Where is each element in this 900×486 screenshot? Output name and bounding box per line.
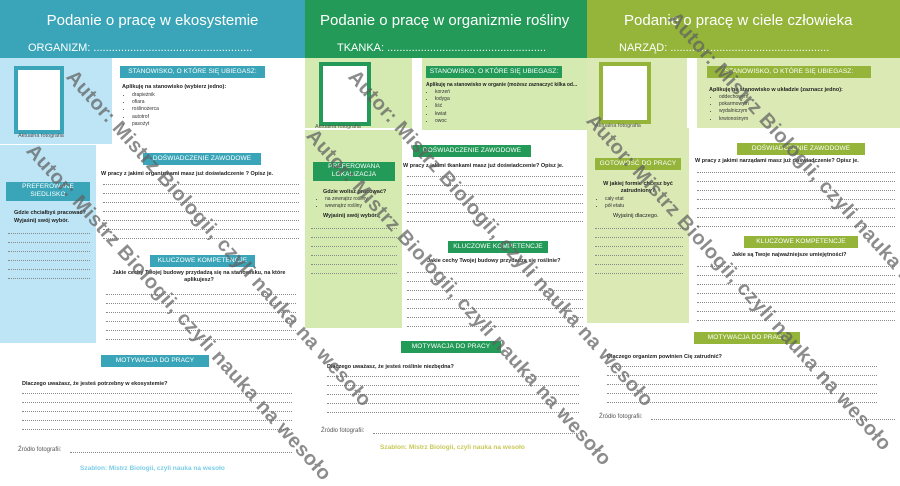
option-item[interactable]: autotrof	[132, 114, 159, 121]
option-item[interactable]: roślinożerca	[132, 106, 159, 113]
position-prompt: Aplikuję na stanowisko (wybierz jedno):	[122, 84, 227, 90]
option-item[interactable]: kwiat	[435, 111, 450, 118]
experience-heading: DOŚWIADCZENIE ZAWODOWE	[413, 145, 531, 157]
experience-question: W pracy z jakimi narządami masz już dośw…	[695, 158, 859, 164]
preference-sub: Wyjaśnij swój wybór.	[323, 213, 378, 219]
option-item[interactable]: na zewnątrz rośliny	[325, 196, 368, 203]
competence-heading: KLUCZOWE KOMPETENCJE	[744, 236, 858, 248]
photo-frame[interactable]	[14, 66, 64, 134]
experience-question: W pracy z jakimi organizmami masz już do…	[101, 171, 274, 177]
experience-heading: DOŚWIADCZENIE ZAWODOWE	[143, 153, 261, 165]
option-item[interactable]: cały etat	[605, 196, 624, 203]
option-item[interactable]: pasożyt	[132, 121, 159, 128]
experience-answer-lines[interactable]	[407, 168, 583, 222]
competence-heading: KLUCZOWE KOMPETENCJE	[448, 241, 548, 253]
motivation-question: Dlaczego uważasz, że jesteś potrzebny w …	[22, 381, 168, 387]
competence-question: Jakie są Twoje najważniejsze umiejętnośc…	[732, 252, 847, 258]
sheet-ecosystem: Podanie o pracę w ekosystemie ORGANIZM: …	[0, 0, 305, 479]
option-item[interactable]: ofiara	[132, 99, 159, 106]
preference-heading: PREFEROWANE SIEDLISKO	[6, 182, 90, 201]
option-item[interactable]: pół etatu	[605, 203, 624, 210]
template-credit: Szablon: Mistrz Biologii, czyli nauka na…	[380, 444, 525, 451]
photo-source-label: Źródło fotografii:	[321, 428, 365, 434]
sheet-header	[0, 0, 305, 58]
position-options: korzeń łodyga liść kwiat owoc	[427, 89, 450, 125]
preference-options: cały etat pół etatu	[597, 196, 624, 210]
competence-answer-lines[interactable]	[697, 258, 895, 321]
template-credit: Szablon: Mistrz Biologii, czyli nauka na…	[80, 465, 225, 472]
preference-question: Gdzie wolisz pracować?	[323, 189, 387, 195]
motivation-question: Dlaczego uważasz, że jesteś roślinie nie…	[327, 364, 454, 370]
preference-sub: Wyjaśnij dlaczego.	[613, 213, 659, 219]
photo-source-label: Źródło fotografii:	[18, 447, 62, 453]
motivation-heading: MOTYWACJA DO PRACY	[401, 341, 501, 353]
preference-panel	[0, 145, 96, 343]
position-heading: STANOWISKO, O KTÓRE SIĘ UBIEGASZ:	[426, 66, 562, 78]
option-item[interactable]: pokarmowym	[719, 101, 749, 108]
competence-heading: KLUCZOWE KOMPETENCJE	[150, 255, 255, 267]
experience-answer-lines[interactable]	[103, 176, 299, 239]
sheet-header	[587, 0, 900, 58]
photo-frame[interactable]	[319, 62, 371, 126]
tissue-field[interactable]: TKANKA: ................................…	[337, 42, 547, 54]
preference-answer-lines[interactable]	[311, 220, 397, 274]
photo-frame[interactable]	[599, 62, 651, 124]
competence-question: Jakie cechy Twojej budowy przydadzą się …	[427, 258, 561, 264]
preference-answer-lines[interactable]	[595, 220, 683, 274]
experience-heading: DOŚWIADCZENIE ZAWODOWE	[737, 143, 865, 155]
photo-source-line[interactable]	[651, 413, 895, 420]
option-item[interactable]: łodyga	[435, 96, 450, 103]
option-item[interactable]: owoc	[435, 118, 450, 125]
option-item[interactable]: drapieżnik	[132, 92, 159, 99]
competence-question: Jakie cechy Twojej budowy przydadzą się …	[112, 270, 286, 283]
option-item[interactable]: oddechowym	[719, 94, 749, 101]
photo-caption: Aktualna fotografia	[18, 133, 64, 139]
photo-source-line[interactable]	[373, 427, 579, 434]
preference-question: W jakiej formie chcesz być zatrudniony?	[603, 181, 673, 194]
motivation-answer-lines[interactable]	[22, 385, 292, 430]
photo-caption: Aktualna fotografia	[595, 123, 641, 129]
option-item[interactable]: liść	[435, 103, 450, 110]
position-heading: STANOWISKO, O KTÓRE SIĘ UBIEGASZ:	[707, 66, 871, 78]
experience-answer-lines[interactable]	[697, 164, 895, 227]
photo-caption: Aktualna fotografia	[315, 124, 361, 130]
sheet-title: Podanie o pracę w organizmie rośliny	[320, 12, 570, 29]
preference-question: Gdzie chciałbyś pracować?	[14, 210, 86, 216]
option-item[interactable]: korzeń	[435, 89, 450, 96]
photo-source-label: Źródło fotografii:	[599, 414, 643, 420]
option-item[interactable]: krwionośnym	[719, 116, 749, 123]
motivation-question: Dlaczego organizm powinien Cię zatrudnić…	[607, 354, 722, 360]
position-options: drapieżnik ofiara roślinożerca autotrof …	[124, 92, 159, 128]
option-item[interactable]: wydalniczym	[719, 108, 749, 115]
sheet-title: Podanie o pracę w ciele człowieka	[624, 12, 853, 29]
experience-question: W pracy z jakimi tkankami masz już doświ…	[403, 163, 564, 169]
organ-field[interactable]: NARZĄD: ................................…	[619, 42, 830, 54]
photo-source-line[interactable]	[70, 446, 292, 453]
motivation-heading: MOTYWACJA DO PRACY	[101, 355, 209, 367]
preference-answer-lines[interactable]	[8, 225, 90, 279]
motivation-answer-lines[interactable]	[607, 358, 877, 403]
preference-options: na zewnątrz rośliny wewnątrz rośliny	[317, 196, 368, 210]
preference-heading: GOTOWOŚĆ DO PRACY	[595, 158, 681, 170]
competence-answer-lines[interactable]	[407, 264, 583, 327]
sheet-title: Podanie o pracę w ekosystemie	[46, 12, 259, 29]
option-item[interactable]: wewnątrz rośliny	[325, 203, 368, 210]
sheet-plant: Podanie o pracę w organizmie rośliny TKA…	[305, 0, 587, 479]
preference-sub: Wyjaśnij swój wybór.	[14, 218, 69, 224]
preference-heading: PREFEROWANA LOKALIZACJA	[313, 162, 395, 181]
competence-answer-lines[interactable]	[106, 286, 296, 340]
motivation-answer-lines[interactable]	[327, 368, 579, 413]
sheet-human-body: Podanie o pracę w ciele człowieka NARZĄD…	[587, 0, 900, 479]
organism-field[interactable]: ORGANIZM: ..............................…	[28, 42, 253, 54]
position-options: oddechowym pokarmowym wydalniczym krwion…	[711, 94, 749, 123]
sheet-header	[305, 0, 587, 58]
position-prompt: Aplikuję na stanowisko w układzie (zazna…	[709, 87, 843, 93]
position-heading: STANOWISKO, O KTÓRE SIĘ UBIEGASZ:	[120, 66, 265, 78]
motivation-heading: MOTYWACJA DO PRACY	[694, 332, 800, 344]
position-prompt: Aplikuję na stanowisko w organie (możesz…	[426, 82, 578, 88]
